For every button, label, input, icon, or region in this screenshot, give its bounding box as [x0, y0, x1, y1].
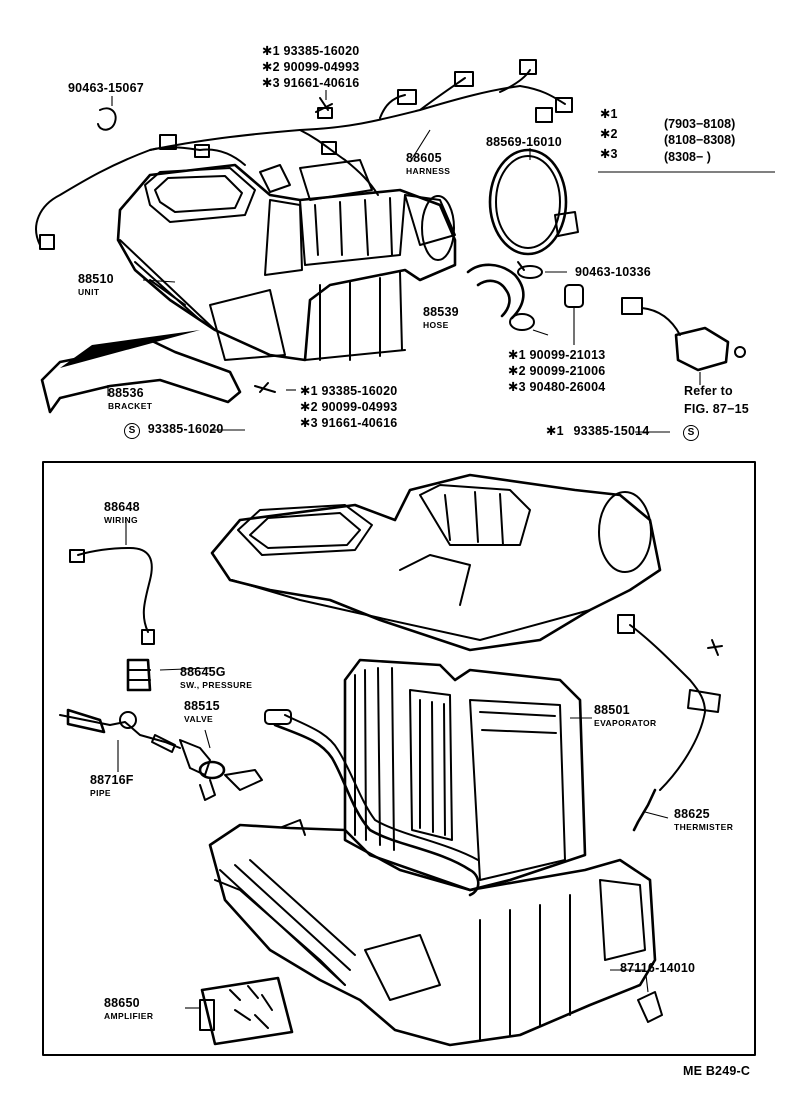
bolt-bottom-line-2: ✱2 90099-04993 [300, 400, 398, 414]
valve-part-name: VALVE [184, 714, 214, 724]
bolt-top-line-3: ✱3 91661-40616 [262, 76, 360, 90]
evaporator-part-number: 88501 [594, 703, 630, 717]
hose-part-number: 88539 [423, 305, 459, 319]
harness-part-name: HARNESS [406, 166, 451, 176]
screw-symbol-right: S [683, 425, 700, 441]
figure-reference: FIG. 87−15 [684, 402, 749, 416]
harness-wires [35, 59, 573, 250]
pressure-switch-name: SW., PRESSURE [180, 680, 253, 690]
lower-section-frame [42, 461, 756, 1056]
figure-code: ME B249-C [683, 1064, 751, 1078]
evaporator-part-name: EVAPORATOR [594, 718, 657, 728]
thermister-part [617, 614, 723, 832]
upper-case [210, 473, 662, 652]
bolt-top-line-2: ✱2 90099-04993 [262, 60, 360, 74]
thermister-part-name: THERMISTER [674, 822, 734, 832]
clamp-part-number: 90463-15067 [68, 81, 144, 95]
grommet-line-1: ✱1 90099-21013 [508, 348, 606, 362]
evaporator-core [343, 658, 587, 892]
grommet-part [564, 284, 584, 345]
grommet-line-2: ✱2 90099-21006 [508, 364, 606, 378]
wiring-part [69, 547, 155, 645]
clip-part [517, 261, 543, 279]
pipe-part-name: PIPE [90, 788, 111, 798]
clip-bottom-part-number: 87116-14010 [620, 961, 696, 975]
refer-to-text: Refer to [684, 384, 733, 398]
pipe-part-number: 88716F [90, 773, 134, 787]
legend-mark-2: ✱2 [600, 127, 618, 141]
amplifier-part [199, 976, 294, 1046]
bolts-top [254, 97, 333, 393]
clip-part-number: 90463-10336 [575, 265, 651, 279]
legend-range-2: (8108−8308) [664, 133, 736, 147]
hose-part [466, 263, 549, 336]
screw-right-prefix: ✱1 [546, 424, 564, 438]
amplifier-part-number: 88650 [104, 996, 140, 1010]
bracket-part-name: BRACKET [108, 401, 153, 411]
legend-mark-1: ✱1 [600, 107, 618, 121]
lower-case [208, 819, 657, 1047]
screw-right-label: ✱1 93385-15014 S [546, 424, 700, 441]
unit-part-number: 88510 [78, 272, 114, 286]
band-part-number: 88569-16010 [486, 135, 562, 149]
screw-symbol-left: S [124, 423, 140, 439]
amplifier-part-name: AMPLIFIER [104, 1011, 154, 1021]
legend-mark-3: ✱3 [600, 147, 618, 161]
pressure-switch-number: 88645G [180, 665, 226, 679]
bracket-part [40, 330, 242, 420]
screw-left-label: S 93385-16020 [124, 423, 224, 439]
leader-lines [107, 90, 670, 1009]
thermister-part-number: 88625 [674, 807, 710, 821]
grommet-line-3: ✱3 90480-26004 [508, 380, 606, 394]
harness-part-number: 88605 [406, 151, 442, 165]
valve-part-number: 88515 [184, 699, 220, 713]
unit-part-name: UNIT [78, 287, 100, 297]
legend-range-1: (7903−8108) [664, 117, 736, 131]
bracket-part-number: 88536 [108, 386, 144, 400]
hose-part-name: HOSE [423, 320, 449, 330]
clip-bottom-part [637, 974, 663, 1023]
pressure-switch [126, 658, 152, 692]
wiring-part-name: WIRING [104, 515, 139, 525]
bolt-top-line-1: ✱1 93385-16020 [262, 44, 360, 58]
bolt-bottom-line-1: ✱1 93385-16020 [300, 384, 398, 398]
screw-left-number: 93385-16020 [147, 422, 224, 436]
legend-range-3: (8308− ) [664, 150, 711, 164]
bolt-bottom-line-3: ✱3 91661-40616 [300, 416, 398, 430]
pipe-assembly [59, 708, 480, 897]
band-clamp [488, 148, 579, 256]
fig87-connector [621, 297, 746, 385]
screw-right-number: 93385-15014 [573, 424, 650, 438]
cooling-unit-housing [116, 159, 457, 362]
wiring-part-number: 88648 [104, 500, 140, 514]
clamp-small [97, 107, 117, 131]
valve-part [179, 729, 263, 801]
